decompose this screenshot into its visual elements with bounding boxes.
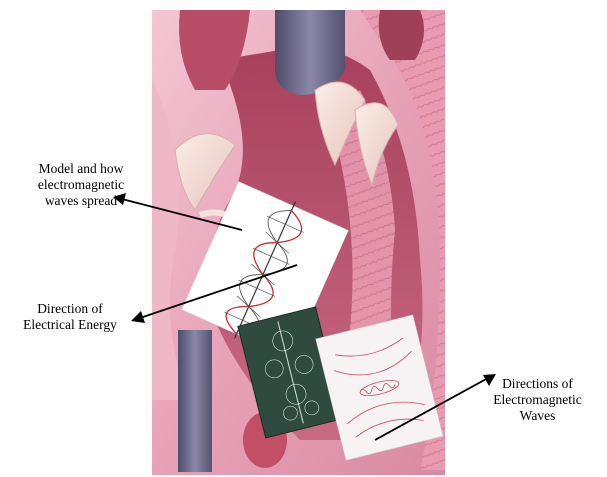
- label-model-line-1: Model and how: [6, 161, 156, 177]
- label-em-line-1: Directions of: [470, 376, 605, 392]
- label-model-line-2: electromagnetic: [6, 177, 156, 193]
- label-model-spread: Model and how electromagnetic waves spre…: [6, 161, 156, 209]
- label-em-line-2: Electromagnetic: [470, 392, 605, 408]
- label-em-directions: Directions of Electromagnetic Waves: [470, 376, 605, 424]
- label-dir-line-1: Direction of: [10, 301, 130, 317]
- label-model-line-3: waves spread: [6, 193, 156, 209]
- arrowhead-electrical-direction: [131, 311, 145, 323]
- label-dir-line-2: Electrical Energy: [10, 317, 130, 333]
- label-electrical-direction: Direction of Electrical Energy: [10, 301, 130, 333]
- label-em-line-3: Waves: [470, 408, 605, 424]
